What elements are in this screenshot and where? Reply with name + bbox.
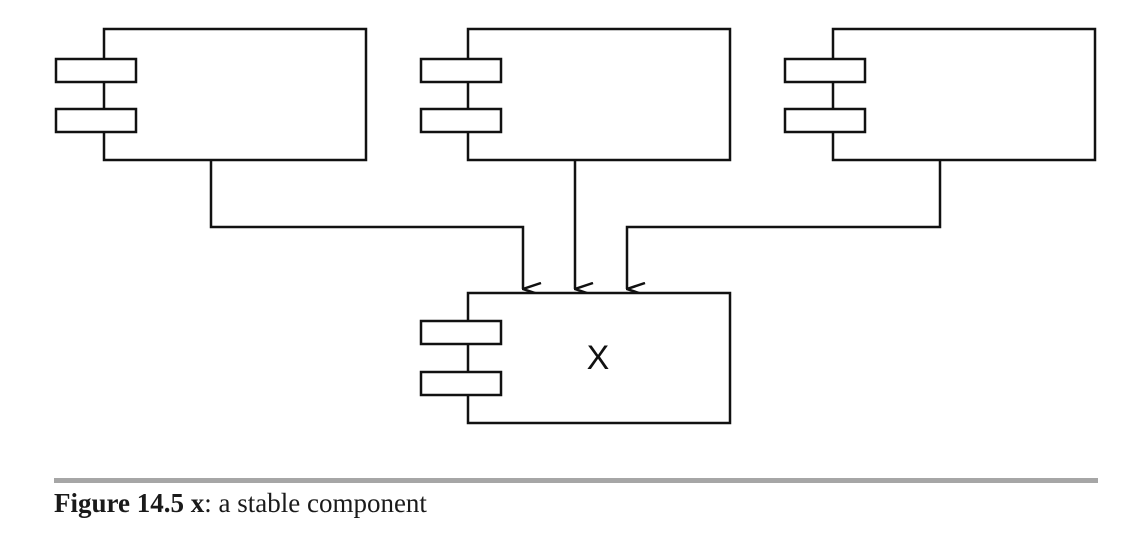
component-port-bottom	[419, 107, 503, 134]
component-port-bottom	[783, 107, 867, 134]
component-port-top	[783, 57, 867, 84]
component-body	[466, 27, 732, 162]
figure-target: x	[190, 488, 205, 518]
component-stable-x: X	[419, 291, 732, 425]
dependency-arrow-left	[209, 160, 523, 289]
component-upper-right	[783, 27, 1097, 162]
dependency-arrow-right	[625, 160, 942, 289]
component-port-bottom	[54, 107, 138, 134]
component-port-top	[419, 57, 503, 84]
figure-number: Figure 14.5	[54, 488, 184, 518]
component-label: X	[587, 339, 610, 377]
component-port-top	[54, 57, 138, 84]
component-body	[831, 27, 1097, 162]
component-body	[102, 27, 368, 162]
figure-caption-text: : a stable component	[204, 488, 427, 518]
component-upper-left	[54, 27, 368, 162]
component-port-top	[419, 319, 503, 346]
caption-divider	[54, 478, 1098, 483]
component-upper-middle	[419, 27, 732, 162]
component-diagram: X	[54, 27, 1097, 425]
component-port-bottom	[419, 370, 503, 397]
component-body	[466, 291, 732, 425]
figure-caption: Figure 14.5 x: a stable component	[54, 488, 427, 519]
